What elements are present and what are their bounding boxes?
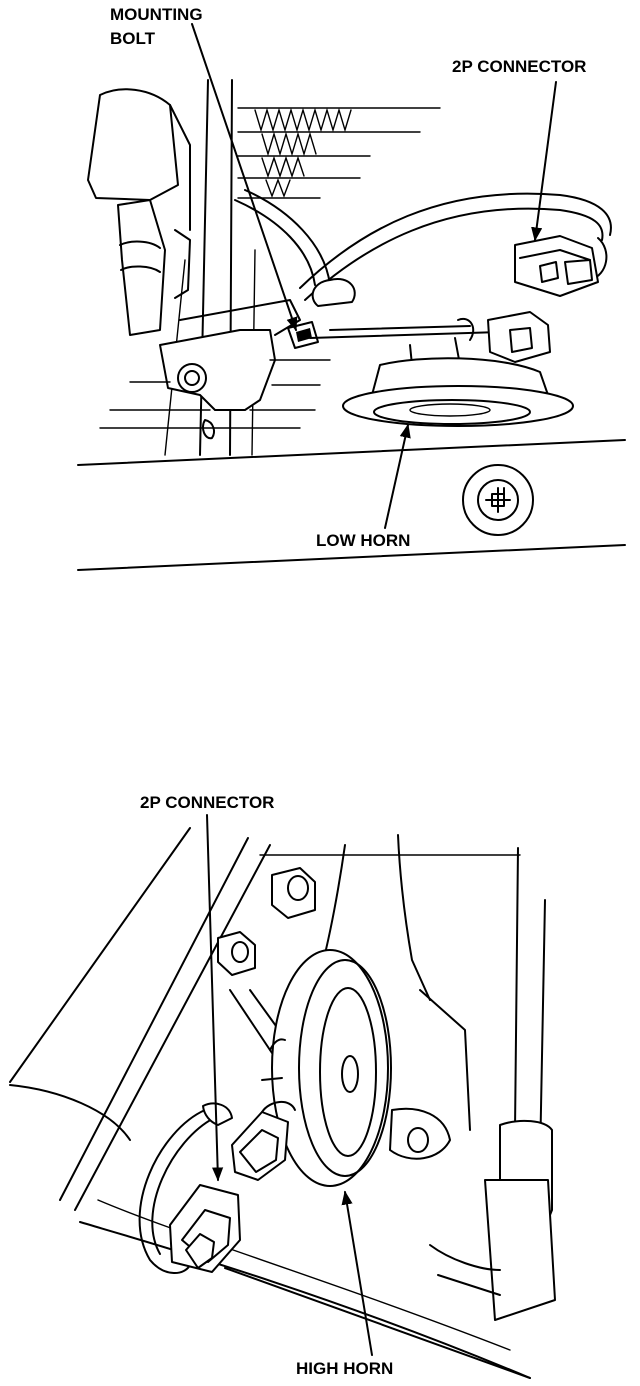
radiator-fins [237, 107, 441, 199]
leader-mounting-bolt [191, 23, 298, 332]
harness-lower [138, 1102, 233, 1274]
frame-bolts [217, 867, 316, 976]
frame [9, 827, 546, 1379]
lower-2p-connector [169, 1184, 241, 1273]
upper-figure-low-horn: MOUNTING BOLT 2P CONNECTOR LOW HORN [77, 5, 626, 571]
panel-screw [462, 464, 534, 536]
side-rail [87, 88, 191, 336]
leader-high-horn [341, 1190, 373, 1356]
mounting-bolt [287, 321, 319, 349]
lower-horn-connector [231, 1101, 296, 1181]
label-mounting-bolt-line2: BOLT [110, 29, 156, 48]
leader-low-horn [384, 423, 411, 529]
label-upper-2p-connector: 2P CONNECTOR [452, 57, 586, 76]
leader-lower-2p-connector [206, 814, 224, 1182]
lower-figure-high-horn: 2P CONNECTOR HIGH HORN [9, 793, 556, 1379]
high-horn [261, 949, 451, 1187]
label-high-horn: HIGH HORN [296, 1359, 393, 1378]
horn-bracket [99, 299, 331, 440]
leader-upper-2p-connector [531, 81, 557, 242]
label-lower-2p-connector: 2P CONNECTOR [140, 793, 274, 812]
lower-labels: 2P CONNECTOR HIGH HORN [140, 793, 393, 1378]
low-horn [342, 337, 574, 427]
label-mounting-bolt-line1: MOUNTING [110, 5, 203, 24]
label-low-horn: LOW HORN [316, 531, 410, 550]
horn-terminal-connector [309, 311, 551, 363]
side-strut [429, 1119, 556, 1321]
upper-labels: MOUNTING BOLT 2P CONNECTOR LOW HORN [110, 5, 586, 550]
upper-2p-connector [514, 235, 599, 297]
